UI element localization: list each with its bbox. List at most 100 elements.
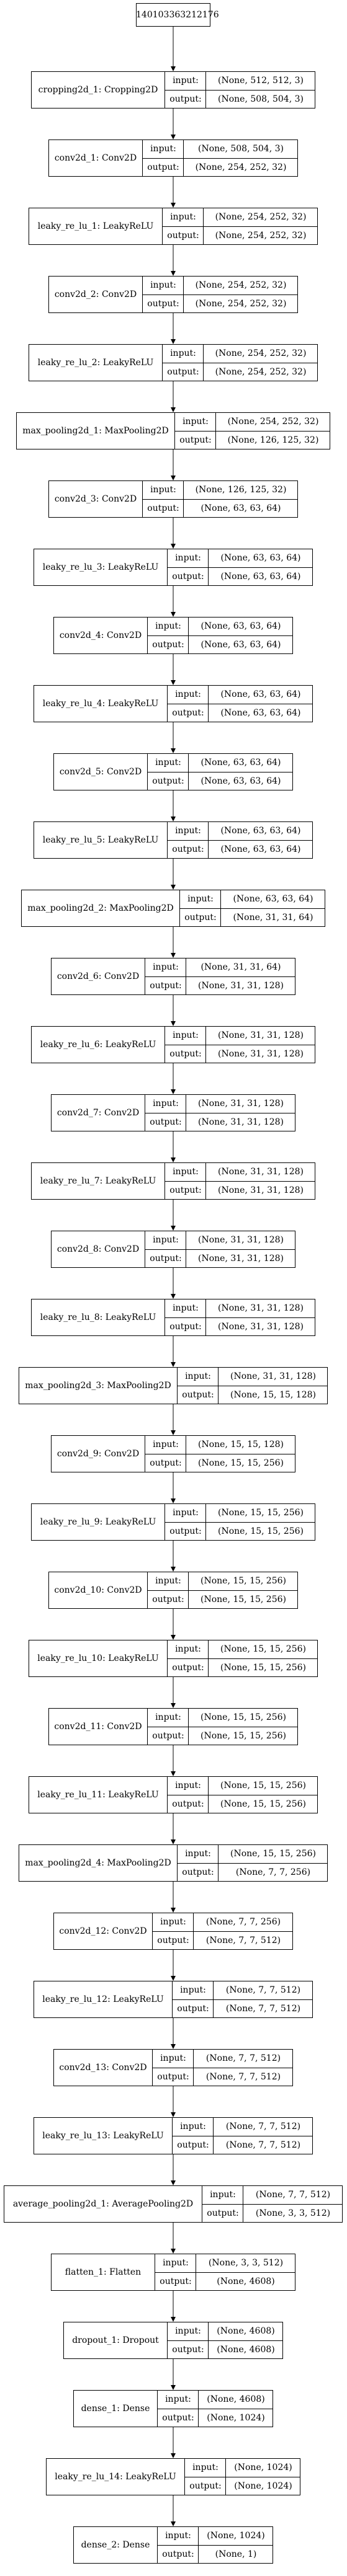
input-shape: (None, 63, 63, 64) [220, 826, 301, 836]
edge-arrowhead-3 [171, 271, 176, 276]
input-shape: (None, 31, 31, 128) [230, 1371, 316, 1381]
input-port-label: input: [175, 553, 201, 563]
input-port-label: input: [175, 689, 201, 699]
input-shape: (None, 7, 7, 512) [225, 2122, 301, 2131]
layer-name: leaky_re_lu_5: LeakyReLU [42, 835, 159, 845]
output-port-cell [167, 1795, 209, 1813]
input-port-label: input: [155, 621, 181, 631]
output-shape: (None, 15, 15, 256) [201, 1731, 286, 1741]
output-shape: (None, 15, 15, 256) [220, 1799, 306, 1809]
layer-name: leaky_re_lu_9: LeakyReLU [40, 1517, 156, 1527]
output-shape-cell [198, 2545, 273, 2564]
output-shape-cell [213, 2136, 313, 2154]
input-port-label: input: [155, 1712, 181, 1722]
input-shape: (None, 254, 252, 32) [195, 280, 287, 290]
output-port-label: output: [162, 2413, 194, 2423]
layer-name: conv2d_5: Conv2D [59, 767, 142, 777]
output-port-label: output: [172, 572, 204, 582]
output-shape-cell [196, 2272, 295, 2291]
root-node-label: 140103363212176 [136, 10, 219, 20]
output-port-cell [172, 1999, 214, 2018]
output-shape-cell [188, 635, 293, 654]
output-port-label: output: [177, 2140, 209, 2150]
output-port-cell [177, 1863, 219, 1882]
input-shape: (None, 15, 15, 128) [198, 1440, 284, 1450]
output-port-label: output: [169, 1322, 202, 1332]
input-shape: (None, 1024) [234, 2463, 292, 2472]
output-port-label: output: [169, 1049, 202, 1059]
output-port-label: output: [160, 2277, 192, 2286]
input-port-label: input: [210, 2190, 236, 2200]
output-port-cell [155, 2272, 196, 2291]
layer-name: leaky_re_lu_7: LeakyReLU [40, 1176, 156, 1186]
input-port-label: input: [150, 280, 176, 290]
input-shape-cell [183, 276, 298, 295]
output-port-cell [162, 363, 204, 381]
output-shape-cell [203, 363, 318, 381]
edge-arrowhead-11 [171, 817, 176, 821]
layer-name: conv2d_3: Conv2D [54, 494, 137, 504]
output-shape: (None, 15, 15, 256) [198, 1458, 284, 1468]
input-port-label: input: [150, 485, 176, 495]
input-shape: (None, 15, 15, 256) [230, 1849, 316, 1859]
output-shape: (None, 254, 252, 32) [215, 231, 307, 241]
edge-arrowhead-24 [171, 1703, 176, 1708]
layer-name: leaky_re_lu_2: LeakyReLU [37, 358, 154, 368]
output-shape: (None, 15, 15, 128) [230, 1390, 316, 1400]
input-shape: (None, 3, 3, 512) [208, 2258, 284, 2268]
edge-arrowhead-21 [171, 1498, 176, 1503]
input-shape: (None, 31, 31, 64) [201, 962, 281, 972]
input-port-label: input: [153, 1235, 179, 1245]
output-port-label: output: [152, 640, 184, 650]
input-shape-cell [203, 208, 318, 227]
edge-arrowhead-28 [171, 1976, 176, 1981]
input-shape: (None, 254, 252, 32) [215, 348, 307, 358]
layer-name: conv2d_11: Conv2D [54, 1722, 142, 1732]
layer-name: max_pooling2d_2: MaxPooling2D [27, 903, 174, 913]
edge-arrowhead-9 [171, 680, 176, 685]
input-shape-cell [188, 617, 293, 636]
layer-name: max_pooling2d_1: MaxPooling2D [22, 426, 169, 436]
output-shape-cell [188, 1590, 298, 1609]
input-port-cell [167, 821, 209, 841]
layer-name: leaky_re_lu_3: LeakyReLU [42, 562, 159, 572]
input-shape: (None, 7, 7, 256) [205, 1917, 281, 1927]
input-shape: (None, 31, 31, 128) [198, 1099, 284, 1109]
input-port-label: input: [165, 2531, 191, 2541]
input-port-label: input: [173, 1167, 199, 1177]
edge-arrowhead-33 [171, 2317, 176, 2322]
input-port-label: input: [173, 1508, 199, 1518]
input-port-label: input: [153, 962, 179, 972]
input-port-cell [147, 753, 189, 772]
output-port-label: output: [184, 913, 217, 923]
input-shape: (None, 15, 15, 256) [218, 1508, 304, 1518]
output-port-cell [172, 2136, 214, 2154]
layer-name: cropping2d_1: Cropping2D [38, 85, 158, 95]
output-port-label: output: [147, 162, 179, 172]
output-shape-cell [218, 1386, 328, 1404]
edge-arrowhead-34 [171, 2385, 176, 2390]
output-port-cell [179, 908, 221, 927]
layer-name: max_pooling2d_3: MaxPooling2D [25, 1381, 171, 1391]
output-shape-cell [188, 772, 293, 790]
input-shape: (None, 63, 63, 64) [220, 689, 301, 699]
edge-arrowhead-26 [171, 1839, 176, 1844]
output-port-label: output: [167, 231, 199, 241]
output-shape: (None, 7, 7, 256) [235, 1867, 311, 1877]
layer-name: conv2d_1: Conv2D [54, 153, 137, 163]
output-port-cell [147, 1727, 189, 1745]
output-port-cell [164, 1181, 206, 1200]
layer-name: leaky_re_lu_12: LeakyReLU [42, 1994, 164, 2004]
input-shape-cell [225, 2458, 300, 2477]
